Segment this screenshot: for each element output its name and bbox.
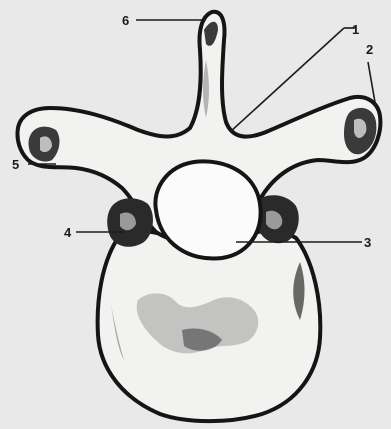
label-4: 4 (64, 225, 72, 240)
label-3: 3 (364, 235, 371, 250)
vertebral-foramen (155, 161, 260, 258)
label-6: 6 (122, 13, 129, 28)
label-2: 2 (366, 42, 373, 57)
label-5: 5 (12, 157, 19, 172)
label-1: 1 (352, 22, 359, 37)
